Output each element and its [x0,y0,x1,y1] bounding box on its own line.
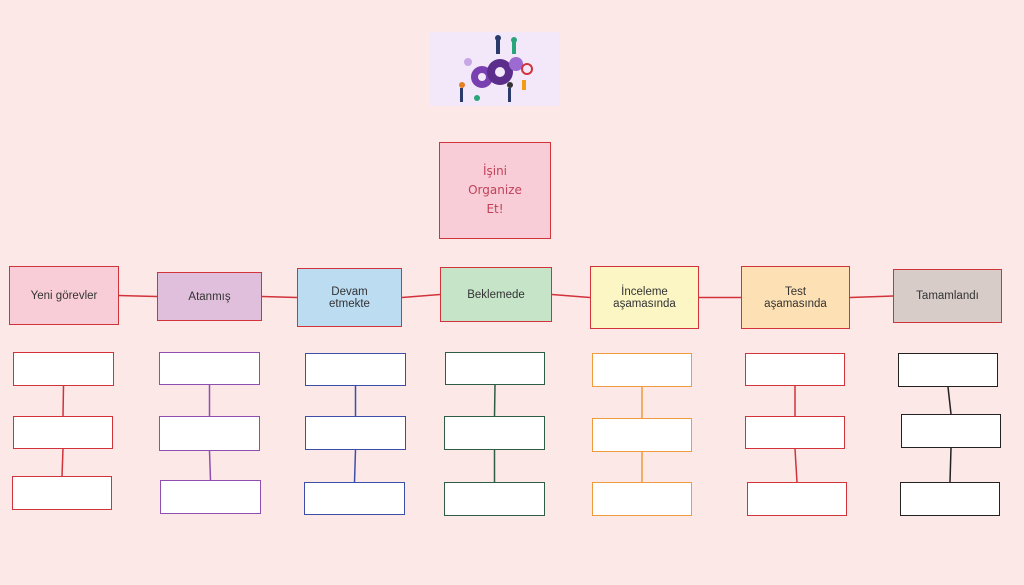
column-header: Tamamlandı [893,269,1002,323]
column-header: Yeni görevler [9,266,119,325]
task-card[interactable] [445,352,545,385]
column-header: Atanmış [157,272,262,321]
task-card[interactable] [159,416,260,451]
task-card[interactable] [901,414,1001,448]
task-card[interactable] [304,482,405,515]
task-card[interactable] [898,353,998,387]
task-card[interactable] [592,353,692,387]
header-connector [118,294,158,298]
task-card[interactable] [305,416,406,450]
task-card[interactable] [160,480,261,514]
card-connector [62,385,65,417]
card-connector [794,448,798,483]
card-connector [949,447,952,483]
header-connector [849,295,894,299]
card-connector [493,384,496,417]
column-header: Devam etmekte [297,268,402,327]
column-header: Test aşamasında [741,266,850,329]
task-card[interactable] [592,418,692,452]
card-connector [353,449,357,483]
task-card[interactable] [12,476,112,510]
header-connector [401,293,441,299]
task-card[interactable] [13,416,113,449]
card-connector [208,450,212,481]
card-connector [947,386,952,415]
task-card[interactable] [745,353,845,386]
card-connector [61,448,64,477]
task-card[interactable] [900,482,1000,516]
task-card[interactable] [444,482,545,516]
column-header: İnceleme aşamasında [590,266,699,329]
task-card[interactable] [13,352,114,386]
task-card[interactable] [747,482,847,516]
teamwork-gears-illustration [430,32,560,106]
header-connector [261,295,298,299]
task-card[interactable] [305,353,406,386]
column-header: Beklemede [440,267,552,322]
task-card[interactable] [159,352,260,385]
central-title: İşini Organize Et! [439,142,551,239]
task-card[interactable] [444,416,545,450]
task-card[interactable] [745,416,845,449]
header-connector [551,293,591,299]
task-card[interactable] [592,482,692,516]
